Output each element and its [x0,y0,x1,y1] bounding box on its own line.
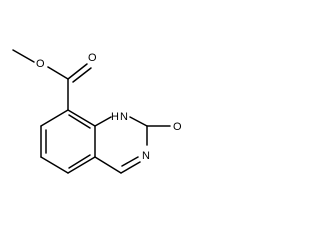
methyl-bond [12,49,35,63]
aromatic-inner-bond-2 [68,154,91,169]
ring-bond-n3-c4 [120,161,141,174]
ester-o-c-bond [47,66,69,80]
ring-bond-c8a-n1 [94,116,112,127]
ring-bond-c8-c8a [67,109,96,127]
carbonyl-double-bond-inner [72,67,92,83]
ring-bond-c5-c6 [40,156,69,174]
chemical-structure: O O H N O N [12,49,182,174]
ring-bond-c7-c8 [40,109,69,127]
nh-hydrogen-label: H [111,111,119,123]
ring-bond-c4a-c5 [67,156,96,174]
ring-double-bond-n3-c4-inner [121,156,139,167]
ring-bond-n1-c2 [129,116,148,127]
ring-bond-c4-c4a [94,156,122,174]
ester-oxygen-label: O [36,58,45,70]
carbonyl-oxygen-label: O [88,52,97,64]
oxo-oxygen-label: O [173,121,182,133]
carbonyl-double-bond-outer [67,63,88,80]
n3-nitrogen-label: N [142,150,150,162]
n1-nitrogen-label: N [120,111,128,123]
aromatic-inner-bond-1 [68,114,91,129]
